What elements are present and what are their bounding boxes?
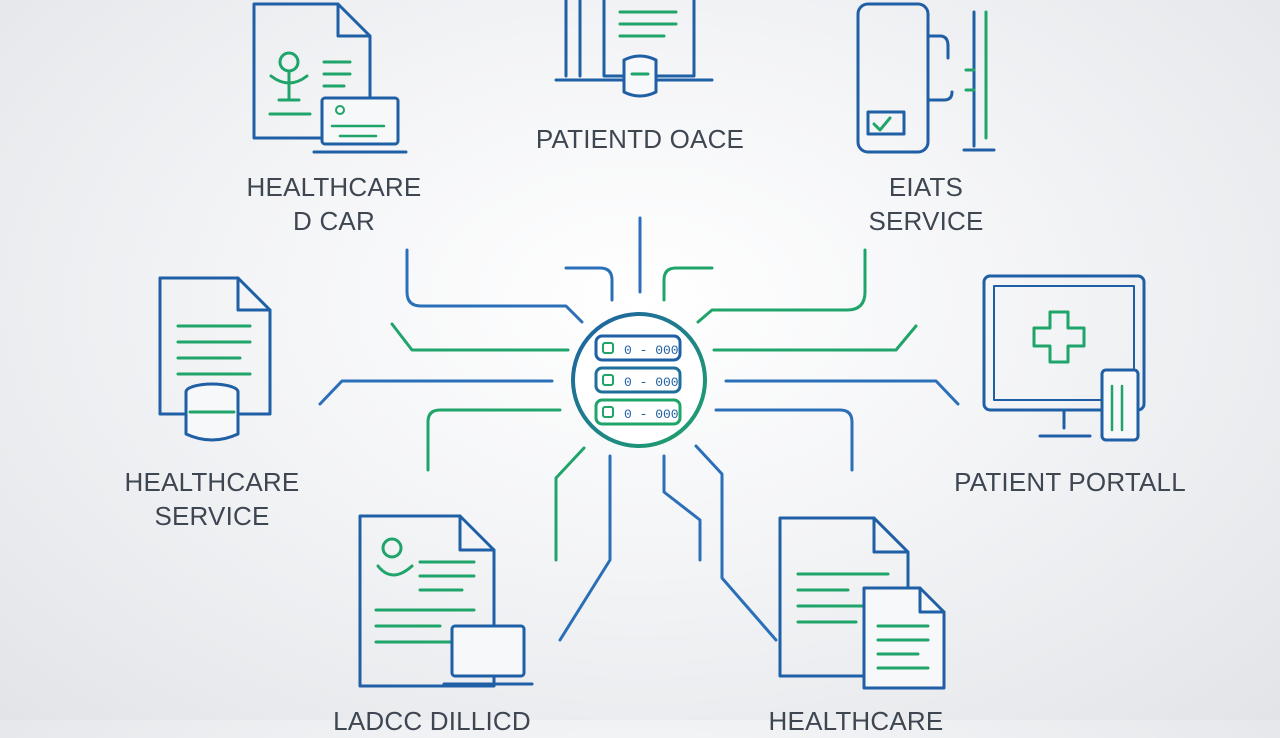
connector-line <box>694 444 778 642</box>
connector-line <box>724 379 960 406</box>
node-label-top-center: PATIENTD OACE <box>520 122 760 156</box>
node-label-line: PATIENTD OACE <box>535 124 745 154</box>
connector-line <box>390 322 570 352</box>
server-hub-icon: 0 - 000 0 - 000 0 - 000 <box>571 312 707 448</box>
diagram-canvas: 0 - 000 0 - 000 0 - 000 <box>158 0 1146 690</box>
node-label-line: SERVICE <box>868 206 984 236</box>
hub-row-1: 0 - 000 <box>624 343 679 358</box>
connector-line <box>554 446 586 562</box>
node-label-line: HEALTHCARE <box>246 172 422 202</box>
node-label-line: SERVICE <box>154 501 270 531</box>
node-label-bottom-right: HEALTHCARE <box>752 704 960 738</box>
connector-line <box>564 266 614 302</box>
node-label-line: EIATS <box>888 172 964 202</box>
connector-lines <box>318 216 960 642</box>
connector-line <box>405 248 584 324</box>
node-label-line: PATIENT PORTALL <box>954 467 1186 497</box>
node-label-top-left: HEALTHCARE D CAR <box>232 170 436 238</box>
connector-line <box>426 408 562 472</box>
hub-row-3: 0 - 000 <box>624 407 679 422</box>
node-label-line: HEALTHCARE <box>124 467 300 497</box>
node-label-middle-right: PATIENT PORTALL <box>932 465 1208 499</box>
connector-line <box>662 454 702 562</box>
stacked-documents-icon <box>778 516 946 690</box>
connector-line <box>318 379 554 406</box>
node-label-middle-left: HEALTHCARE SERVICE <box>108 465 316 533</box>
medical-document-laptop-icon <box>252 2 408 154</box>
node-label-line: HEALTHCARE <box>768 706 944 736</box>
node-label-top-right: EIATS SERVICE <box>836 170 1016 238</box>
medical-document-laptop-icon <box>358 514 534 688</box>
hub-row-2: 0 - 000 <box>624 375 679 390</box>
node-label-line: D CAR <box>293 206 375 236</box>
connector-line <box>712 324 918 352</box>
monitor-medical-cross-icon <box>982 274 1146 442</box>
connector-line <box>696 248 867 324</box>
document-database-icon <box>554 0 714 98</box>
node-label-bottom-left: LADCC DILLICD <box>316 704 548 738</box>
connector-line <box>662 266 714 302</box>
connector-line <box>558 454 612 642</box>
node-label-line: LADCC DILLICD <box>333 706 531 736</box>
document-database-icon <box>158 276 272 442</box>
phone-device-icon <box>856 2 996 154</box>
connector-line <box>714 408 854 472</box>
